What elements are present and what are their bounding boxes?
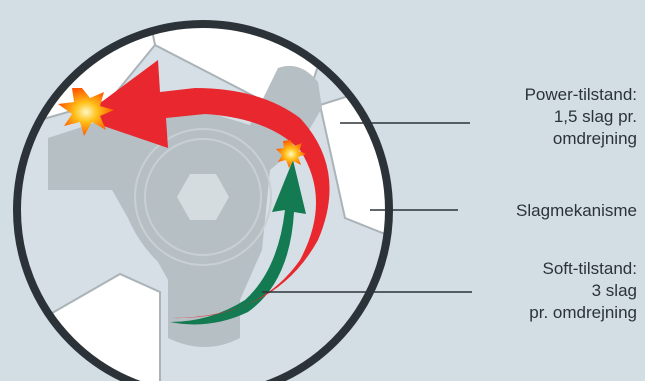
- hammer-mechanism-label: Slagmekanisme: [516, 200, 637, 222]
- power-mode-label-line2: 1,5 slag pr.: [553, 107, 637, 126]
- hammer-mechanism-label-text: Slagmekanisme: [516, 201, 637, 220]
- power-impact-spark: [58, 88, 114, 136]
- soft-impact-spark: [276, 140, 306, 168]
- power-mode-label-line1: Power-tilstand:: [524, 85, 637, 104]
- power-mode-label: Power-tilstand: 1,5 slag pr. omdrejning: [525, 84, 637, 150]
- hex-socket: [177, 174, 229, 220]
- soft-mode-label: Soft-tilstand: 3 slag pr. omdrejning: [529, 258, 637, 324]
- power-mode-arrow: [80, 60, 330, 319]
- soft-mode-label-line2: 3 slag: [591, 281, 637, 300]
- power-mode-label-line3: omdrejning: [552, 129, 637, 148]
- soft-mode-arrow: [170, 160, 306, 325]
- soft-mode-label-line3: pr. omdrejning: [529, 303, 637, 322]
- soft-mode-label-line1: Soft-tilstand:: [542, 259, 638, 278]
- anvil-ring-inner: [144, 138, 262, 256]
- anvil-ring-outer: [134, 128, 272, 266]
